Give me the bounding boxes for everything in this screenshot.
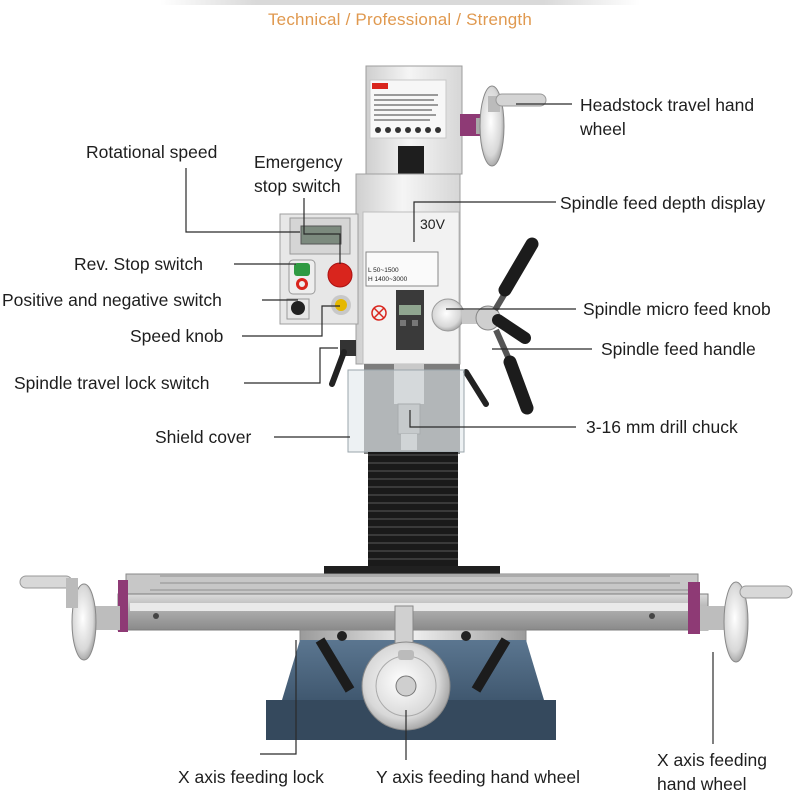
label-line: Headstock travel hand — [580, 95, 755, 115]
label-emergency-stop: Emergency stop switch — [254, 150, 343, 198]
emergency-stop-button — [327, 262, 353, 288]
x-axis-hand-wheel-left — [19, 575, 120, 661]
speed-display — [300, 225, 342, 245]
label-positive-negative-switch: Positive and negative switch — [2, 290, 222, 310]
headstock-hand-wheel — [460, 85, 547, 167]
label-line: hand wheel — [657, 774, 747, 794]
label-speed-knob: Speed knob — [130, 326, 224, 346]
y-axis-hand-wheel — [361, 641, 451, 731]
speed-range-low: L 50~1500 — [368, 267, 399, 274]
label-drill-chuck: 3-16 mm drill chuck — [586, 417, 738, 437]
label-spindle-micro-feed-knob: Spindle micro feed knob — [583, 299, 771, 319]
x-axis-hand-wheel-right — [700, 581, 793, 663]
label-spindle-travel-lock: Spindle travel lock switch — [14, 373, 210, 393]
label-line: stop switch — [254, 176, 341, 196]
speed-range-high: H 1400~3000 — [368, 276, 408, 283]
speed-range-plate: L 50~1500 H 1400~3000 — [368, 266, 407, 284]
speed-chart-plate — [365, 251, 439, 287]
spindle-travel-lock-lever — [329, 340, 356, 387]
headstock-top — [365, 65, 463, 175]
label-line: X axis feeding — [657, 750, 767, 770]
leader-lines — [185, 103, 714, 760]
label-shield-cover: Shield cover — [155, 427, 252, 447]
voltage-badge: 30V — [420, 216, 445, 232]
spindle-feed-handles — [431, 237, 539, 415]
shield-cover — [347, 369, 465, 453]
subtitle: Technical / Professional / Strength — [267, 10, 533, 29]
label-y-axis-hand-wheel: Y axis feeding hand wheel — [376, 767, 580, 787]
label-headstock-hand-wheel: Headstock travel hand wheel — [580, 93, 754, 141]
top-banner-remnant — [160, 0, 640, 5]
label-x-axis-hand-wheel: X axis feeding hand wheel — [657, 748, 767, 796]
control-panel — [279, 213, 359, 325]
label-line: wheel — [580, 119, 626, 139]
spindle-head — [355, 173, 461, 365]
label-spindle-depth-display: Spindle feed depth display — [560, 193, 766, 213]
label-x-axis-lock: X axis feeding lock — [178, 767, 324, 787]
label-rotational-speed: Rotational speed — [86, 142, 218, 162]
label-spindle-feed-handle: Spindle feed handle — [601, 339, 756, 359]
column-bellows — [368, 452, 458, 570]
chuck-assembly — [347, 364, 465, 454]
label-rev-stop-switch: Rev. Stop switch — [74, 254, 204, 274]
label-line: Emergency — [254, 152, 343, 172]
